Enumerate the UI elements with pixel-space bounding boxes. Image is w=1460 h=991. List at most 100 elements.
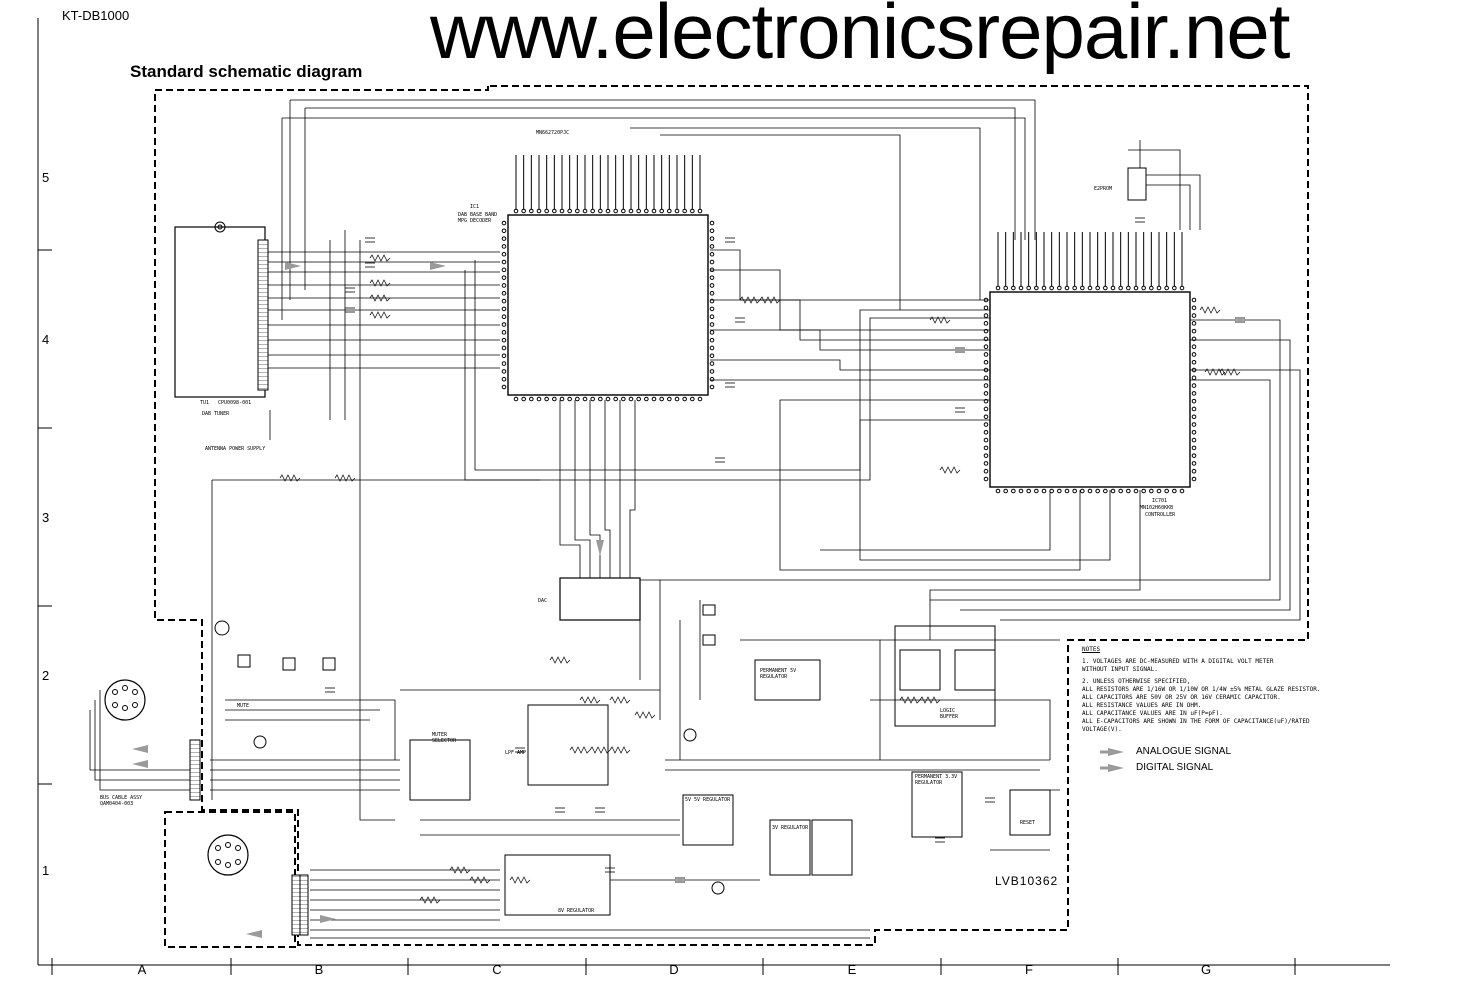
ic-pin <box>501 330 507 335</box>
ic-pin <box>1164 285 1169 291</box>
ic-pin <box>636 396 641 402</box>
notes-heading: NOTES <box>1082 646 1101 653</box>
ic-pin <box>682 208 687 214</box>
ic-pin <box>501 345 507 351</box>
tuner-desc: DAB TUNER <box>202 411 230 417</box>
resistor <box>569 746 591 754</box>
ic-pin <box>709 345 715 351</box>
notes-line: ALL E-CAPACITORS ARE SHOWN IN THE FORM O… <box>1082 718 1310 725</box>
resistor <box>419 896 441 904</box>
ic-pin <box>1110 488 1116 494</box>
ic-pin <box>513 208 519 214</box>
resistor <box>634 711 656 719</box>
ic-pin <box>1172 488 1177 494</box>
resistor <box>589 746 611 754</box>
signal-arrows <box>132 262 1124 938</box>
ic-pin <box>983 414 989 420</box>
notes-line: ALL RESISTORS ARE 1/16W OR 1/10W OR 1/4W… <box>1082 686 1321 693</box>
controller-ic-ref: IC701 <box>1152 498 1168 504</box>
ic-pin <box>521 396 526 402</box>
notes-block: NOTES 1. VOLTAGES ARE DC-MEASURED WITH A… <box>1082 646 1342 734</box>
ic-pin <box>983 430 989 435</box>
row-label-5: 5 <box>42 170 50 185</box>
ic-pin <box>709 314 715 320</box>
permanent-3v-label: PERMANENT 3.3V REGULATOR <box>915 774 958 786</box>
ic-pin <box>559 208 565 214</box>
ic-pin <box>1156 285 1162 291</box>
row-label-4: 4 <box>42 332 50 347</box>
ic-pin <box>709 330 715 335</box>
resistors <box>279 254 1241 904</box>
ic-pin <box>983 336 989 342</box>
legend-analogue: ANALOGUE SIGNAL <box>1136 746 1232 757</box>
ic-pin <box>544 208 549 214</box>
notes-line: VOLTAGE(V). <box>1082 726 1122 733</box>
ic-pin <box>1191 437 1197 443</box>
controller-ic-desc: CONTROLLER <box>1145 512 1176 518</box>
ic-pin <box>1191 359 1197 365</box>
ic-pin <box>1026 285 1031 291</box>
capacitors <box>325 217 1245 883</box>
resistor <box>939 466 961 474</box>
ic-pin <box>1191 297 1197 303</box>
din-connector-bottom <box>207 834 249 876</box>
diagram-title: Standard schematic diagram <box>130 62 363 81</box>
tuner-part: CPU0098-001 <box>218 400 252 406</box>
ic-pin <box>651 208 657 214</box>
ic-pin <box>1191 391 1197 396</box>
ic-pin <box>1095 488 1100 494</box>
ic-pin <box>709 236 715 241</box>
ic-pin <box>501 322 507 327</box>
ic-pin <box>1191 328 1197 334</box>
model-label: KT-DB1000 <box>62 8 130 23</box>
resistor <box>369 254 391 262</box>
ic-pin <box>983 321 989 326</box>
ic-pin <box>567 396 572 402</box>
resistor <box>469 876 491 884</box>
ic-pin <box>501 353 507 359</box>
regulator-8v-label: 8V REGULATOR <box>558 908 595 914</box>
ic-pin <box>983 437 989 443</box>
ic-pin <box>1057 285 1062 291</box>
ic-pin <box>1191 336 1197 342</box>
ic-pin <box>667 396 672 402</box>
ic-pin <box>983 422 989 427</box>
dab-ic-desc: DAB BASE BAND MPG DECODER <box>458 212 498 224</box>
ic-pin <box>521 208 526 214</box>
ic-pin <box>1191 468 1197 474</box>
col-label-e: E <box>847 962 857 977</box>
ic-pin <box>501 259 507 265</box>
ic-pin <box>559 396 565 402</box>
ic-pin <box>1018 488 1024 494</box>
col-label-a: A <box>137 962 147 977</box>
ic-pin <box>1041 488 1047 494</box>
ic-pin <box>1034 488 1039 494</box>
ic-pin <box>1191 453 1197 458</box>
circuit-blocks <box>409 625 1051 916</box>
ic-pin <box>1179 488 1185 494</box>
resistor <box>509 876 531 884</box>
ic-pin <box>1191 406 1197 412</box>
ic-pin <box>1003 285 1008 291</box>
dab-ic <box>501 155 715 402</box>
ic-pin <box>544 396 549 402</box>
ic-pin <box>709 220 715 226</box>
wiring <box>89 99 1301 939</box>
ic-pin <box>501 267 507 273</box>
ic-pin <box>1103 488 1108 494</box>
ic-pin <box>983 352 989 357</box>
resistor <box>759 296 781 304</box>
ic-pin <box>1064 285 1070 291</box>
ic-pin <box>1003 488 1008 494</box>
ic-pin <box>1011 488 1016 494</box>
ic-pin <box>1049 488 1054 494</box>
ic-pin <box>709 353 715 359</box>
ic-pin <box>1034 285 1039 291</box>
resistor <box>579 696 601 704</box>
ic-pin <box>1118 285 1123 291</box>
resistor <box>1199 306 1221 314</box>
ic-pin <box>983 445 989 451</box>
ic-pin <box>501 283 507 288</box>
transistors <box>214 604 725 895</box>
ic-pin <box>709 298 715 304</box>
